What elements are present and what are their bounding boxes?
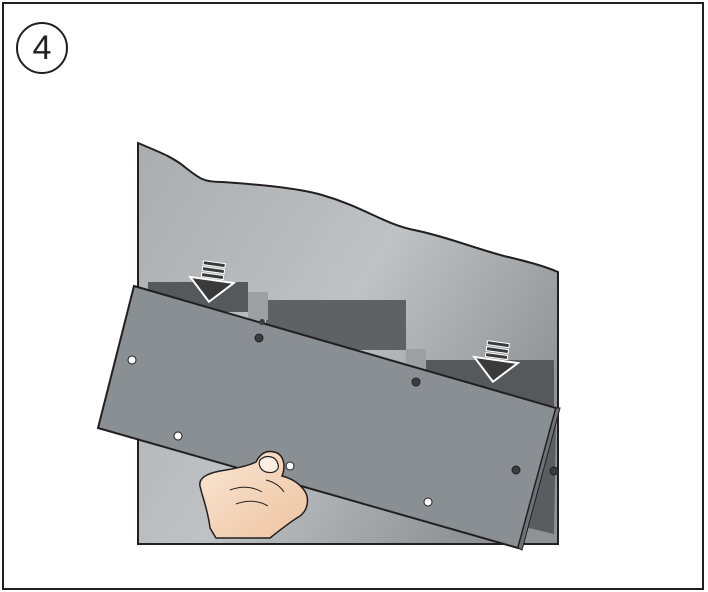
- screw-hole: [511, 465, 521, 475]
- screw-hole: [549, 466, 559, 476]
- screw-hole: [411, 377, 421, 387]
- screw-hole: [127, 355, 137, 365]
- screw-hole: [173, 431, 183, 441]
- step-number-badge: 4: [16, 22, 68, 74]
- screw-hole: [423, 497, 433, 507]
- screw-hole: [285, 461, 295, 471]
- down-arrow-icon: [471, 340, 521, 384]
- screw-hole: [254, 333, 264, 343]
- installation-illustration: [96, 141, 561, 551]
- down-arrow-icon: [187, 260, 237, 304]
- rail-bracket: [248, 292, 268, 320]
- step-number: 4: [32, 28, 52, 67]
- screw-hole: [259, 319, 265, 325]
- hand-icon: [199, 450, 309, 539]
- front-panel-edge: [517, 407, 561, 551]
